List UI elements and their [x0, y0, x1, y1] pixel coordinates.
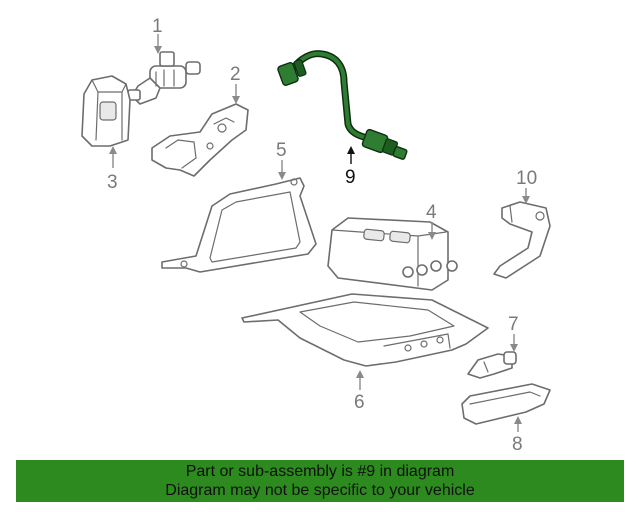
callout-6-label: 6 [354, 392, 365, 413]
part-8-cover[interactable] [461, 383, 551, 425]
part-9-oxygen-sensor[interactable] [277, 50, 408, 160]
part-4-canister[interactable] [327, 217, 458, 291]
part-7-clip[interactable] [467, 351, 517, 379]
callout-3-label: 3 [107, 172, 118, 193]
callout-2-label: 2 [230, 64, 241, 85]
part-6-tray[interactable] [241, 293, 489, 367]
part-10-bracket[interactable] [493, 201, 551, 279]
callout-9-label: 9 [345, 167, 356, 188]
part-5-frame[interactable] [161, 177, 317, 273]
callout-1-label: 1 [152, 16, 163, 37]
banner-line-1: Part or sub-assembly is #9 in diagram [185, 463, 455, 480]
part-3-block[interactable] [81, 75, 131, 147]
callout-5-label: 5 [276, 140, 287, 161]
callout-7-label: 7 [508, 314, 519, 335]
notice-banner: Part or sub-assembly is #9 in diagram Di… [16, 460, 624, 502]
callout-10-label: 10 [516, 168, 537, 189]
part-2-bracket[interactable] [151, 103, 249, 177]
callout-8-label: 8 [512, 434, 523, 455]
callout-4-label: 4 [426, 202, 437, 223]
banner-line-2: Diagram may not be specific to your vehi… [165, 482, 475, 499]
part-1-valve[interactable] [127, 51, 201, 105]
